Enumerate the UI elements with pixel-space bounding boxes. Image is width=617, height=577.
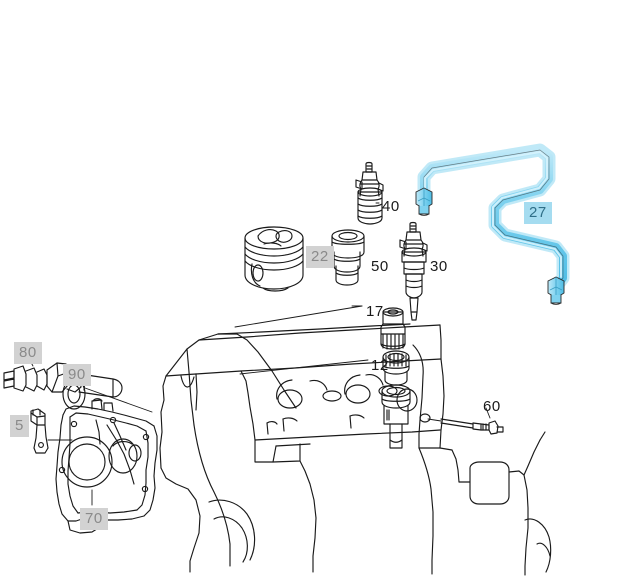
fuel-injector-40 — [355, 161, 384, 225]
part-label-40: 40 — [382, 198, 400, 215]
callout-badge-27[interactable]: 27 — [524, 202, 552, 224]
fuel-line-fitting-lower — [547, 276, 565, 305]
fuel-injector-30 — [399, 221, 428, 321]
part-label-50: 50 — [371, 258, 389, 275]
fuel-line-fitting-upper — [415, 187, 433, 216]
part-label-30: 30 — [430, 258, 448, 275]
callout-badge-5[interactable]: 5 — [10, 415, 29, 437]
callout-badge-80[interactable]: 80 — [14, 342, 42, 364]
engine-block-fitting-17 — [234, 305, 406, 350]
injector-holder-lower — [381, 384, 411, 449]
bracket-clip — [30, 408, 49, 454]
part-label-12: 12 — [371, 357, 389, 374]
callout-badge-22[interactable]: 22 — [306, 246, 334, 268]
part-label-17: 17 — [366, 303, 384, 320]
injector-heat-shield-50 — [331, 229, 365, 286]
temperature-sensor — [3, 362, 123, 398]
engine-block-outline — [159, 323, 552, 576]
callout-badge-70[interactable]: 70 — [80, 508, 108, 530]
part-label-60: 60 — [483, 398, 501, 415]
timing-case-cover — [55, 398, 158, 534]
callout-badge-90[interactable]: 90 — [63, 364, 91, 386]
piston — [244, 226, 304, 292]
glow-plug — [419, 413, 504, 435]
fuel-injection-line-27 — [415, 143, 570, 305]
